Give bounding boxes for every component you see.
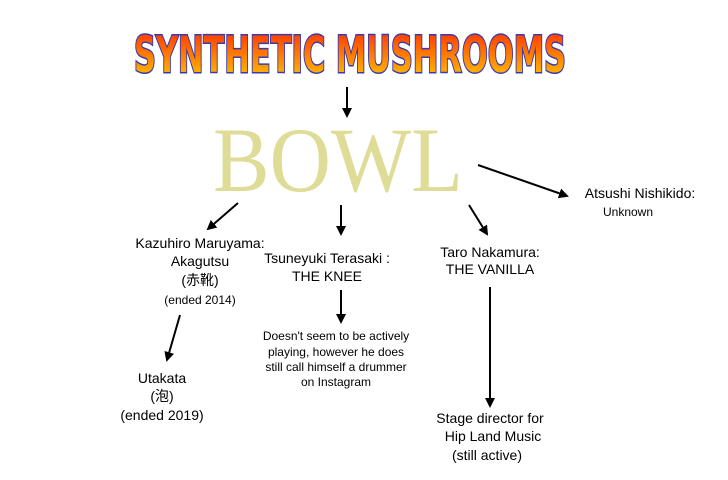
member-name-taro: Taro Nakamura: xyxy=(440,244,540,260)
member-name-atsushi: Atsushi Nishikido: xyxy=(584,185,696,201)
taro-status-line: Hip Land Music xyxy=(444,428,542,444)
tsuneyuki-status-line: on Instagram xyxy=(300,375,372,389)
band-akagutsu: Akagutsu xyxy=(170,253,230,269)
taro-status-line: (still active) xyxy=(451,447,523,463)
tsuneyuki-status-line: still call himself a drummer xyxy=(265,360,407,374)
arrow-bowl-to-atsushi xyxy=(477,164,569,199)
tsuneyuki-status-line: playing, however he does xyxy=(267,345,405,359)
atsushi-note: Unknown xyxy=(602,205,654,219)
arrow-bowl-to-taro xyxy=(468,204,489,236)
band-akagutsu-jp: (赤靴) xyxy=(181,272,219,288)
band-utakata-jp: (泡) xyxy=(150,388,174,404)
band-utakata: Utakata xyxy=(137,370,187,386)
member-name-kazuhiro: Kazuhiro Maruyama: xyxy=(135,235,265,251)
akagutsu-note: (ended 2014) xyxy=(164,293,236,307)
tsuneyuki-status-line: Doesn't seem to be actively xyxy=(262,329,410,343)
band-the-vanilla: THE VANILLA xyxy=(445,261,535,277)
member-name-tsuneyuki: Tsuneyuki Terasaki : xyxy=(264,250,390,266)
title-logo: SYNTHETIC MUSHROOMS xyxy=(134,26,566,84)
band-the-knee: THE KNEE xyxy=(291,268,363,284)
arrow-bowl-to-kazuhiro xyxy=(206,202,239,231)
taro-status-line: Stage director for xyxy=(436,410,544,426)
band-logo-bowl: BOWL xyxy=(213,109,463,211)
arrow-kazuhiro-next xyxy=(164,314,181,362)
utakata-note: (ended 2019) xyxy=(120,407,204,423)
